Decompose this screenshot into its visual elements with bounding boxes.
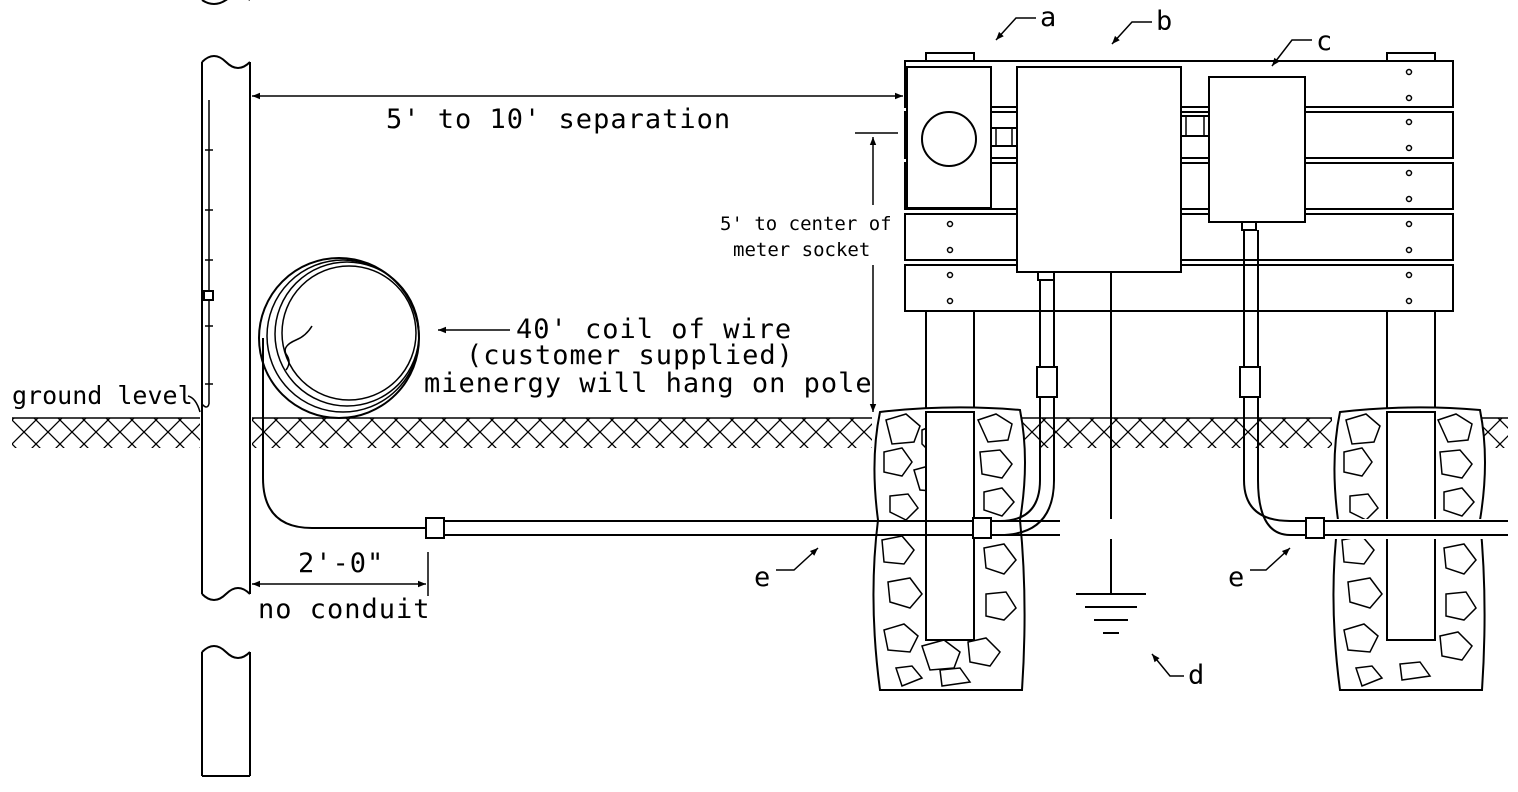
bolt-holes — [946, 68, 1413, 305]
ground-rod — [1076, 272, 1146, 634]
coil-label-1: 40' coil of wire — [516, 314, 792, 345]
disconnect-box — [1208, 76, 1306, 231]
meter-height-label-1: 5' to center of — [720, 213, 892, 235]
callout-a: a — [1040, 2, 1057, 33]
callout-b: b — [1156, 6, 1173, 37]
conduit-right — [1239, 230, 1508, 539]
no-conduit-label: no conduit — [258, 594, 431, 625]
ground-level-leader — [187, 395, 201, 413]
meter-height-label-2: meter socket — [733, 239, 870, 261]
main-panel — [1016, 66, 1210, 281]
no-conduit-length: 2'-0" — [298, 548, 384, 579]
coil-label-2: (customer supplied) — [466, 340, 794, 371]
separation-label: 5' to 10' separation — [386, 104, 731, 135]
meter-height-dimension — [855, 132, 898, 412]
callout-e-left: e — [754, 562, 771, 593]
coil-label-3: mienergy will hang on pole — [424, 368, 873, 399]
callout-e-right: e — [1228, 562, 1245, 593]
meter-socket — [906, 66, 1018, 209]
wire-coil — [258, 257, 426, 529]
callout-d: d — [1188, 660, 1205, 691]
callout-leaders — [776, 17, 1312, 677]
no-conduit-dimension — [252, 552, 429, 596]
post-left-buried — [925, 411, 975, 641]
ground-surface — [12, 417, 1508, 448]
ground-level-label: ground level — [12, 381, 193, 410]
utility-pole — [201, 0, 251, 777]
callout-c: c — [1316, 26, 1333, 57]
